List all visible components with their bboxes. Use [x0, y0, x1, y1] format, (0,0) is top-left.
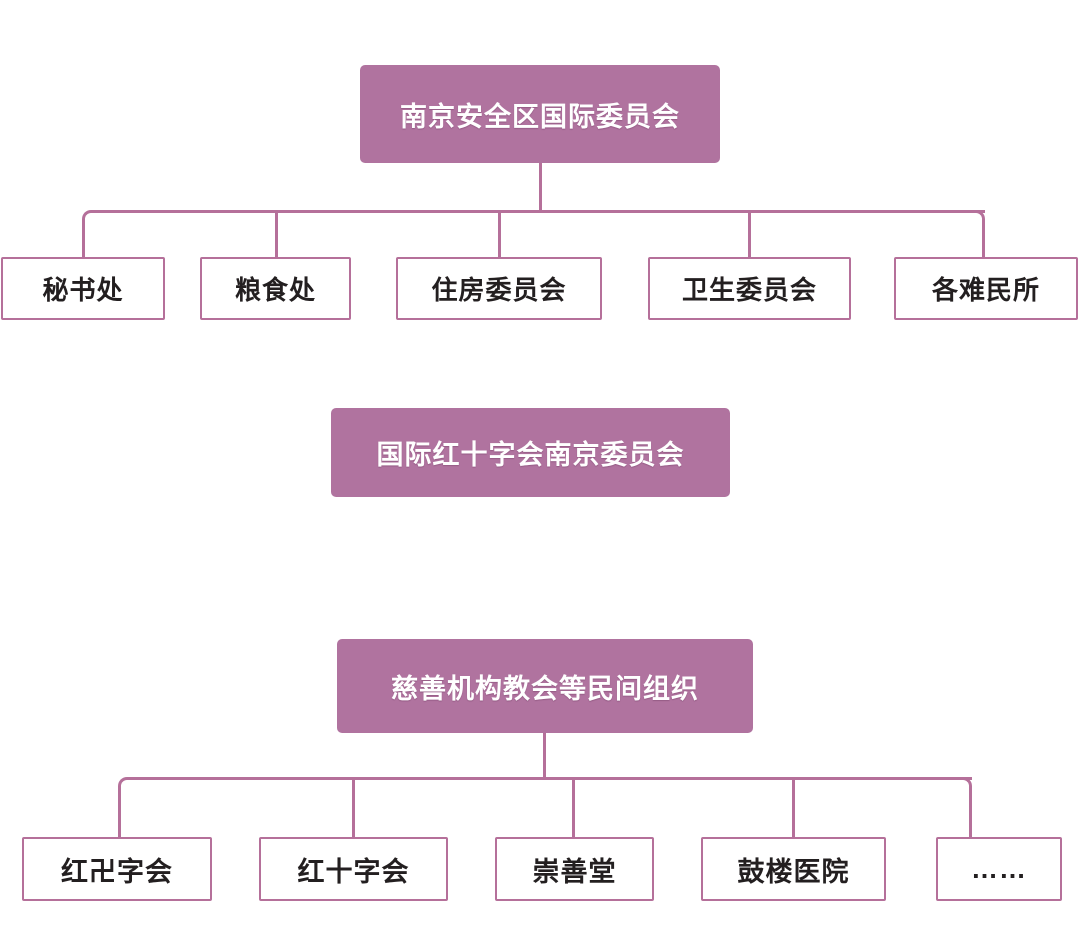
node-food-department[interactable]: 粮食处 — [200, 257, 351, 320]
node-ellipsis-others[interactable]: …… — [936, 837, 1062, 901]
connector-drop-group3-5 — [969, 791, 972, 837]
connector-drop-group1-4 — [748, 210, 751, 257]
connector-drop-group3-3 — [572, 777, 575, 837]
node-health-committee[interactable]: 卫生委员会 — [648, 257, 851, 320]
connector-elbow-left-group1 — [82, 210, 98, 226]
connector-elbow-right-group1 — [969, 210, 985, 226]
node-red-swastika-society[interactable]: 红卍字会 — [22, 837, 212, 901]
connector-bus-group1 — [96, 210, 985, 213]
connector-drop-group3-2 — [352, 777, 355, 837]
connector-elbow-right-group3 — [956, 777, 972, 793]
node-charitable-religious-civil-orgs[interactable]: 慈善机构教会等民间组织 — [337, 639, 753, 733]
connector-drop-group1-3 — [498, 210, 501, 257]
connector-trunk-group1 — [539, 163, 542, 210]
connector-bus-group3 — [132, 777, 972, 780]
node-red-cross-society[interactable]: 红十字会 — [259, 837, 448, 901]
node-secretariat[interactable]: 秘书处 — [1, 257, 165, 320]
connector-drop-group1-5 — [982, 224, 985, 257]
node-refugee-shelters[interactable]: 各难民所 — [894, 257, 1078, 320]
node-chongshan-hall[interactable]: 崇善堂 — [495, 837, 654, 901]
node-intl-red-cross-nanjing-committee[interactable]: 国际红十字会南京委员会 — [331, 408, 730, 497]
connector-drop-group3-1 — [118, 791, 121, 837]
node-nanjing-safety-zone-committee[interactable]: 南京安全区国际委员会 — [360, 65, 720, 163]
node-gulou-hospital[interactable]: 鼓楼医院 — [701, 837, 886, 901]
connector-elbow-left-group3 — [118, 777, 134, 793]
connector-trunk-group3 — [543, 733, 546, 777]
connector-drop-group1-1 — [82, 224, 85, 257]
connector-drop-group3-4 — [792, 777, 795, 837]
connector-drop-group1-2 — [275, 210, 278, 257]
node-housing-committee[interactable]: 住房委员会 — [396, 257, 602, 320]
